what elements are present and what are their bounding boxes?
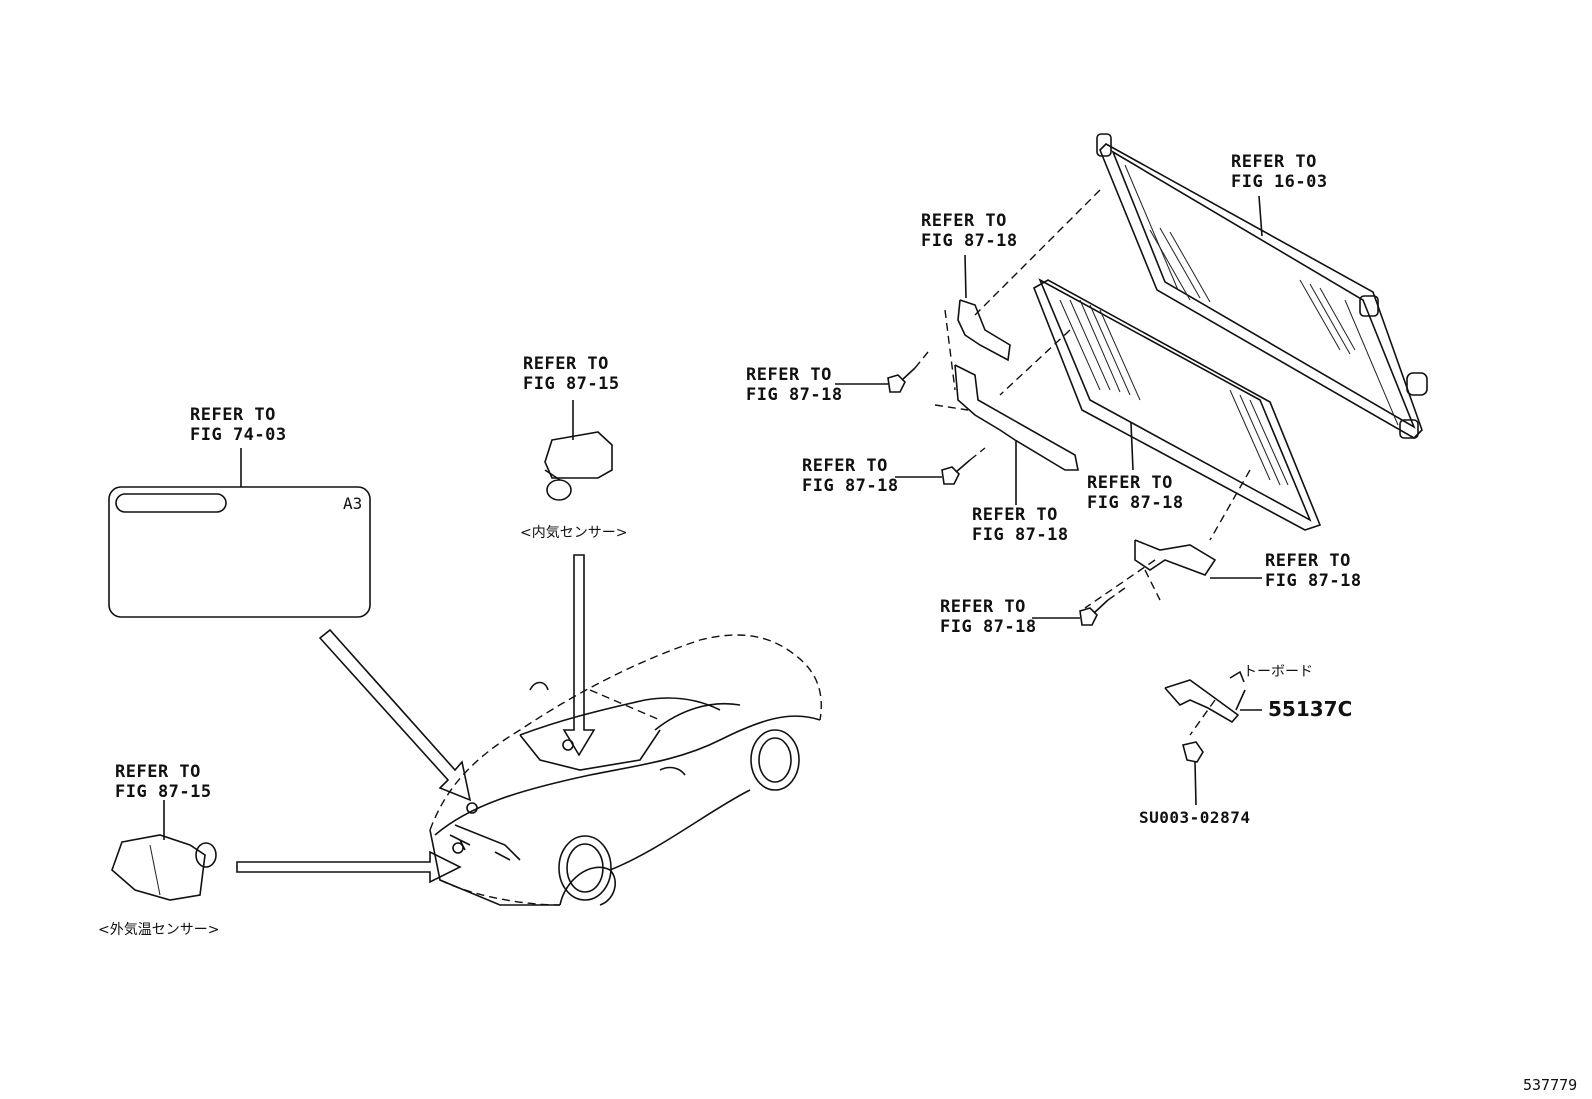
bolt-3	[1032, 587, 1126, 626]
figure-id: 537779	[1523, 1076, 1578, 1094]
condenser-illustration	[1033, 278, 1322, 531]
arrow-label	[318, 628, 472, 802]
toe-board-bracket	[1164, 670, 1262, 724]
label-plate-code: A3	[343, 494, 363, 513]
bolt-1	[835, 351, 929, 393]
caption-outer-sensor: <外気温センサー>	[98, 922, 220, 938]
part-number-clip: SU003-02874	[1139, 808, 1251, 827]
radiator-illustration	[1096, 133, 1428, 439]
outer-sensor-illustration	[111, 800, 217, 901]
caption-toe-board: トーボード	[1243, 664, 1313, 680]
inner-sensor-illustration	[544, 400, 613, 501]
bolt-2	[895, 447, 986, 485]
car-illustration	[429, 634, 822, 906]
clip	[1182, 741, 1204, 806]
arrow-inner-sensor	[562, 554, 596, 757]
arrow-outer-sensor	[236, 850, 462, 884]
part-number-main: 55137C	[1268, 697, 1353, 721]
bracket-middle	[954, 364, 1079, 471]
bracket-lower	[1134, 539, 1217, 601]
label-plate-illustration	[108, 486, 371, 618]
caption-inner-sensor: <内気センサー>	[520, 525, 628, 541]
bracket-top	[934, 299, 1011, 411]
